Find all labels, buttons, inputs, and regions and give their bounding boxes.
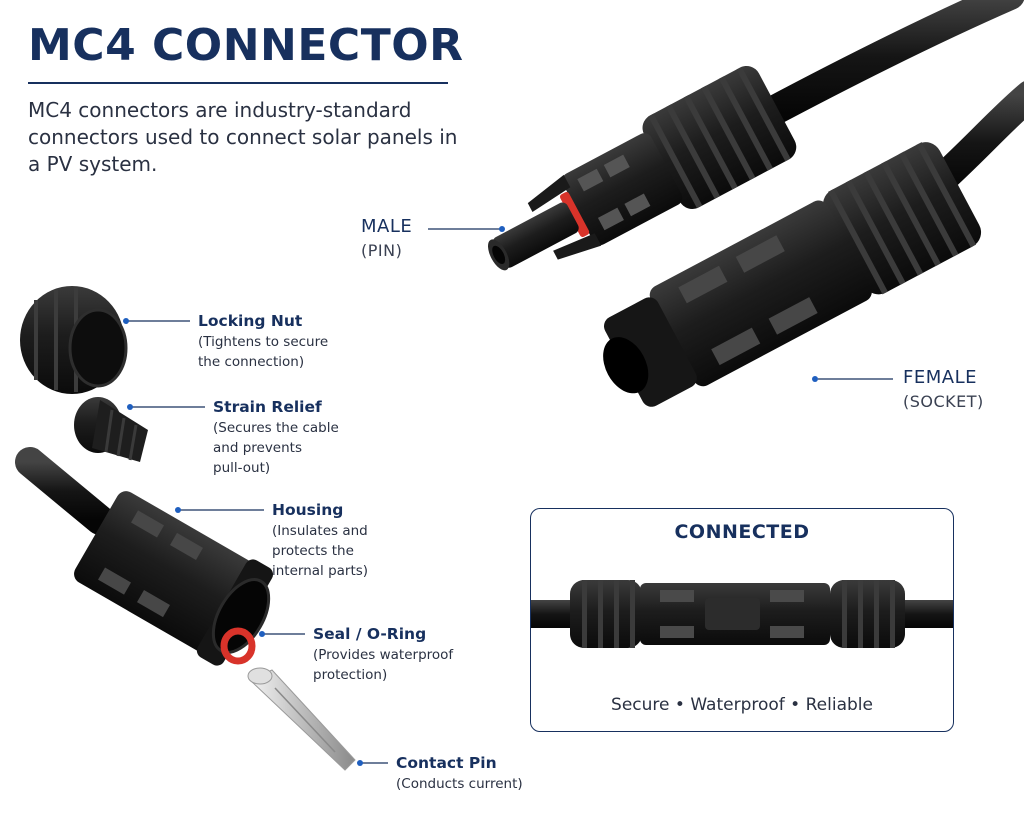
part-name: Contact Pin [396,754,497,772]
contact-pin-illustration [247,667,356,771]
male-label: MALE (PIN) [361,216,412,260]
part-desc-line: (Tightens to secure [198,334,329,350]
leader-dot-strain-relief [127,404,133,410]
part-desc-line: pull-out) [213,460,271,476]
female-connector-illustration [603,81,1024,407]
male-label-sub: (PIN) [361,241,403,260]
female-label: FEMALE (SOCKET) [903,367,984,411]
connected-connector-illustration [531,580,953,648]
male-connector-illustration [487,0,1024,271]
part-label-contact-pin: Contact Pin (Conducts current) [396,754,523,794]
part-desc-line: protects the [272,543,354,559]
seal-o-ring-illustration [220,627,256,665]
leader-dot-contact-pin [357,760,363,766]
part-name: Seal / O-Ring [313,625,427,643]
leader-dot-seal [259,631,265,637]
leader-dot-male [499,226,505,232]
part-desc: (Insulates and protects the internal par… [272,521,368,581]
female-label-name: FEMALE [903,367,977,388]
part-label-seal: Seal / O-Ring (Provides waterproof prote… [313,625,453,685]
part-desc-line: (Conducts current) [396,776,523,792]
intro-text: MC4 connectors are industry-standard con… [28,98,458,176]
part-name: Locking Nut [198,312,303,330]
page-title: MC4 CONNECTOR [28,20,464,71]
connected-panel: CONNECTED Secure • Waterproof • Reliable [530,508,954,732]
part-desc-line: (Secures the cable [213,420,339,436]
strain-relief-illustration [74,397,148,462]
title-underline [28,82,448,84]
part-desc: (Secures the cable and prevents pull-out… [213,418,339,478]
part-desc: (Tightens to secure the connection) [198,332,328,372]
part-label-locking-nut: Locking Nut (Tightens to secure the conn… [198,312,328,372]
part-desc-line: (Provides waterproof [313,647,454,663]
part-label-strain-relief: Strain Relief (Secures the cable and pre… [213,398,339,478]
leader-lines [123,226,893,766]
part-label-housing: Housing (Insulates and protects the inte… [272,501,368,581]
female-label-sub: (SOCKET) [903,392,984,411]
part-desc-line: the connection) [198,354,305,370]
locking-nut-illustration [20,286,128,394]
part-name: Housing [272,501,344,519]
leader-dot-locking-nut [123,318,129,324]
part-desc-line: protection) [313,667,388,683]
part-desc-line: internal parts) [272,563,369,579]
part-desc-line: and prevents [213,440,302,456]
connected-title: CONNECTED [674,521,810,543]
part-desc: (Provides waterproof protection) [313,645,453,685]
part-desc: (Conducts current) [396,774,523,794]
leader-dot-female [812,376,818,382]
connected-subtitle: Secure • Waterproof • Reliable [611,695,873,715]
leader-dot-housing [175,507,181,513]
housing-illustration [15,447,274,666]
male-label-name: MALE [361,216,413,237]
part-desc-line: (Insulates and [272,523,368,539]
part-name: Strain Relief [213,398,322,416]
